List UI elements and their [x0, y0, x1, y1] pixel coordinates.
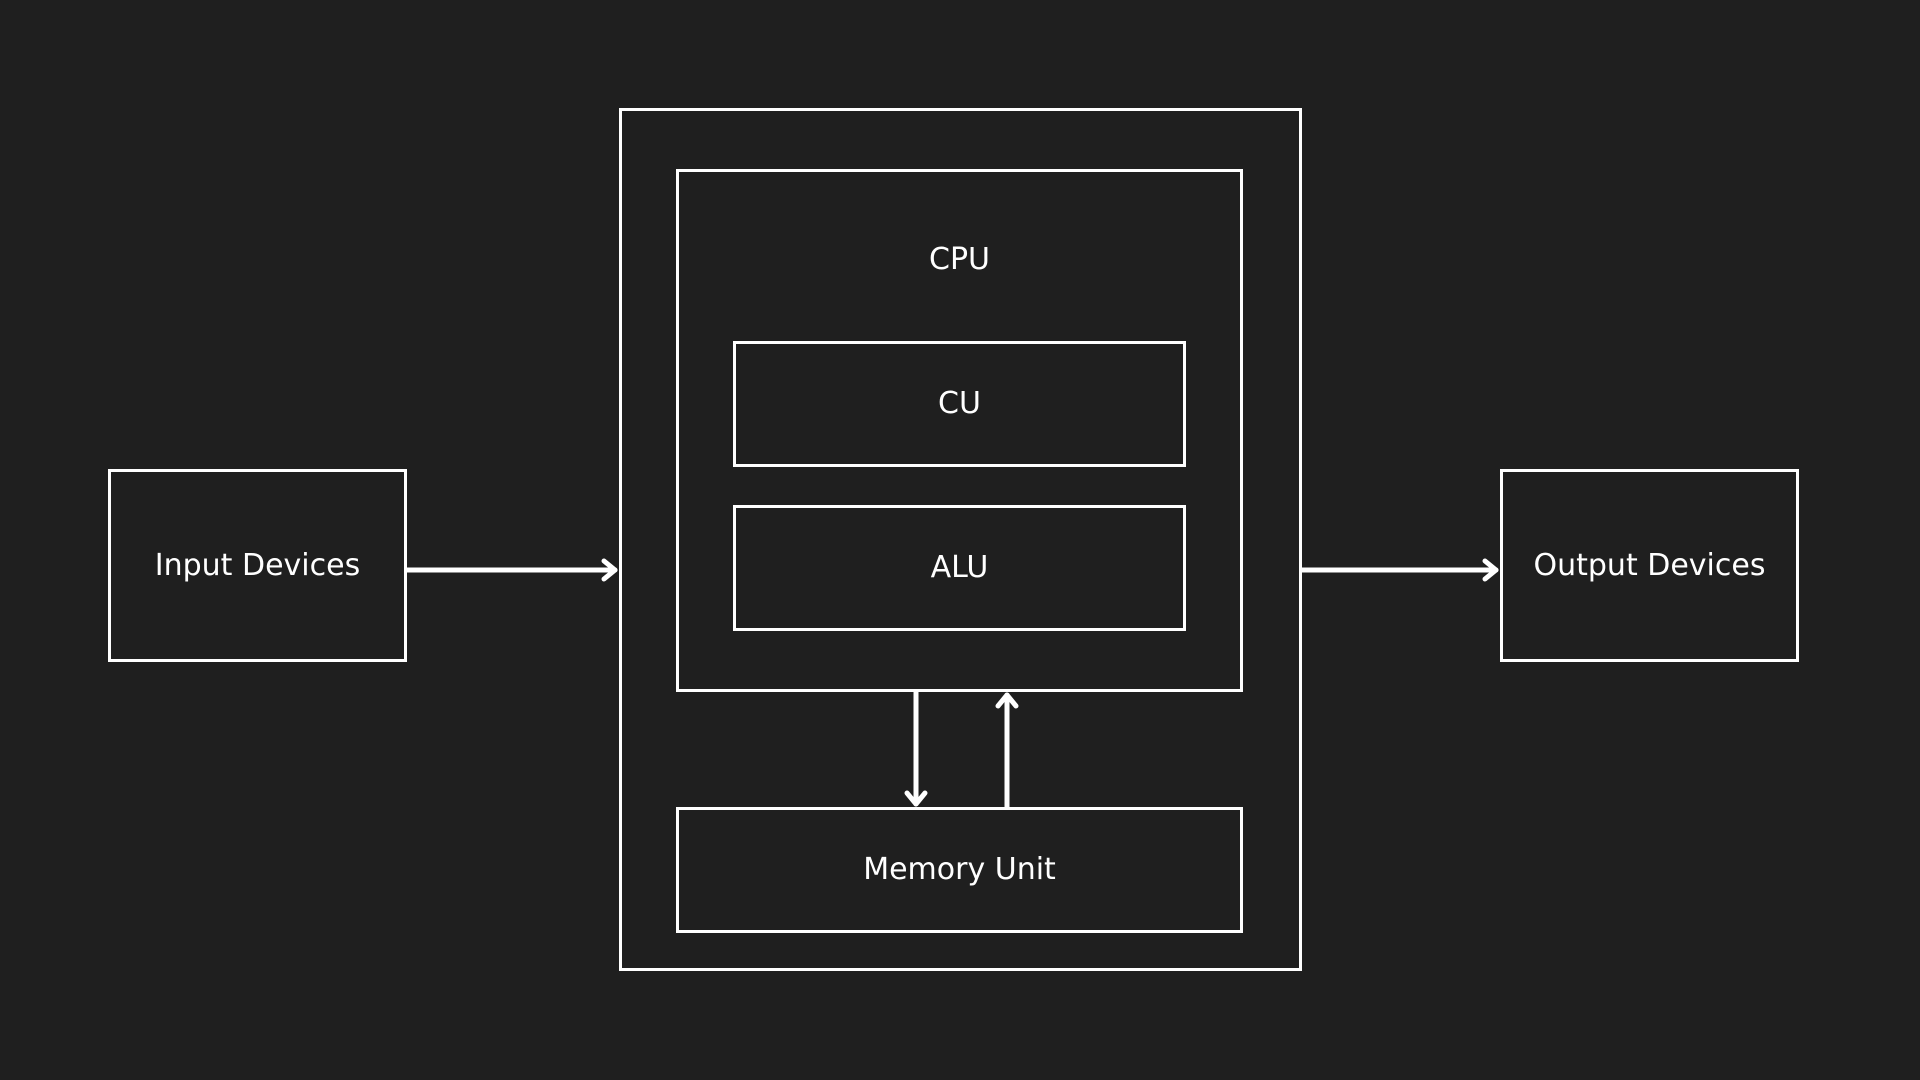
arrow-system-to-output — [1299, 558, 1499, 582]
memory-unit-box: Memory Unit — [676, 807, 1243, 933]
output-devices-label: Output Devices — [1533, 547, 1766, 583]
cu-box: CU — [733, 341, 1186, 467]
arrow-cpu-to-memory — [904, 689, 928, 807]
input-devices-label: Input Devices — [154, 547, 361, 583]
output-devices-box: Output Devices — [1500, 469, 1799, 662]
cpu-label: CPU — [929, 242, 990, 277]
memory-unit-label: Memory Unit — [863, 852, 1056, 887]
cu-label: CU — [938, 386, 981, 421]
alu-box: ALU — [733, 505, 1186, 631]
arrow-memory-to-cpu — [995, 692, 1019, 810]
alu-label: ALU — [930, 550, 989, 585]
input-devices-box: Input Devices — [108, 469, 407, 662]
arrow-input-to-system — [404, 558, 618, 582]
